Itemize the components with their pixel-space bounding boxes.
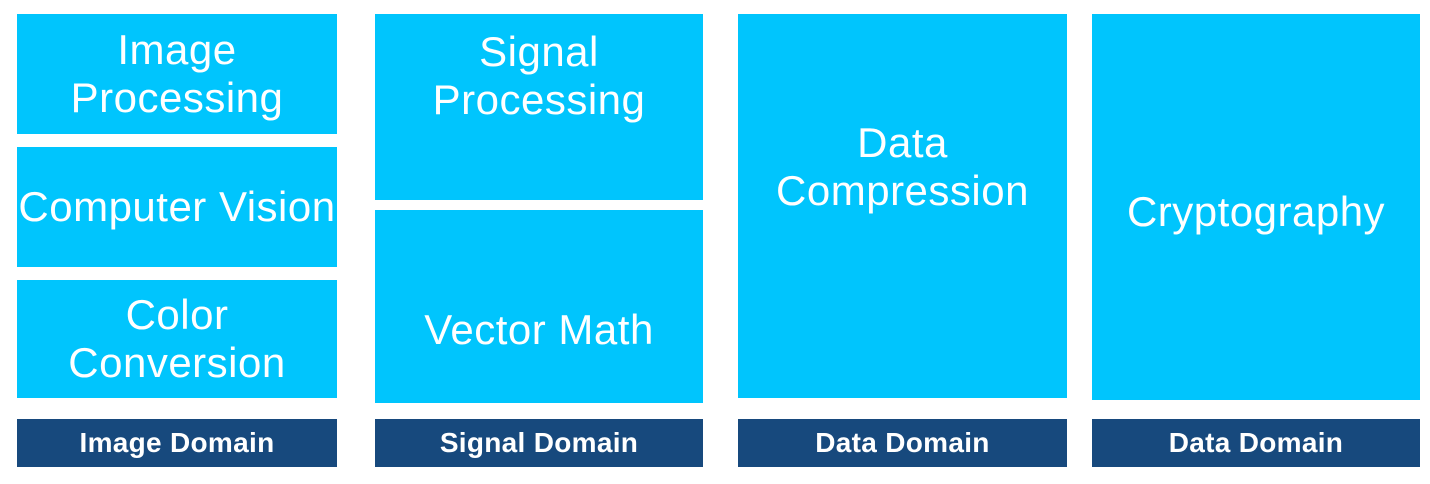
function-box-label: Image Processing [70, 25, 284, 121]
domain-footer-data-cryptography: Data Domain [1092, 419, 1420, 467]
domain-footer-label: Data Domain [815, 427, 990, 458]
function-box-cryptography: Cryptography [1092, 14, 1420, 400]
function-box-vector-math: Vector Math [375, 210, 703, 403]
image-domain-box-stack: Image Processing Computer Vision Color C… [17, 14, 337, 398]
domain-footer-label: Data Domain [1168, 427, 1344, 458]
data-domain-box-stack: Data Compression [738, 14, 1067, 398]
function-box-label: Data Compression [776, 118, 1029, 214]
column-data-domain-compression: Data Compression Data Domain [738, 14, 1067, 467]
function-box-label: Vector Math [424, 306, 654, 354]
cryptography-box-stack: Cryptography [1092, 14, 1420, 400]
function-box-color-conversion: Color Conversion [17, 280, 337, 398]
function-box-computer-vision: Computer Vision [17, 147, 337, 267]
function-box-label: Signal Processing [432, 28, 646, 124]
domain-footer-label: Signal Domain [439, 427, 639, 458]
function-box-image-processing: Image Processing [17, 14, 337, 134]
domain-footer-data-compression: Data Domain [738, 419, 1067, 467]
function-box-label: Computer Vision [18, 182, 336, 230]
function-box-label: Cryptography [1126, 187, 1386, 235]
function-box-data-compression: Data Compression [738, 14, 1067, 398]
column-signal-domain: Signal Processing Vector Math Signal Dom… [375, 14, 703, 467]
column-data-domain-cryptography: Cryptography Data Domain [1092, 14, 1420, 467]
function-box-label: Color Conversion [68, 290, 286, 386]
domain-footer-image: Image Domain [17, 419, 337, 467]
function-box-signal-processing: Signal Processing [375, 14, 703, 200]
domain-footer-label: Image Domain [79, 427, 275, 458]
domain-footer-signal: Signal Domain [375, 419, 703, 467]
signal-domain-box-stack: Signal Processing Vector Math [375, 14, 703, 403]
column-image-domain: Image Processing Computer Vision Color C… [17, 14, 337, 467]
